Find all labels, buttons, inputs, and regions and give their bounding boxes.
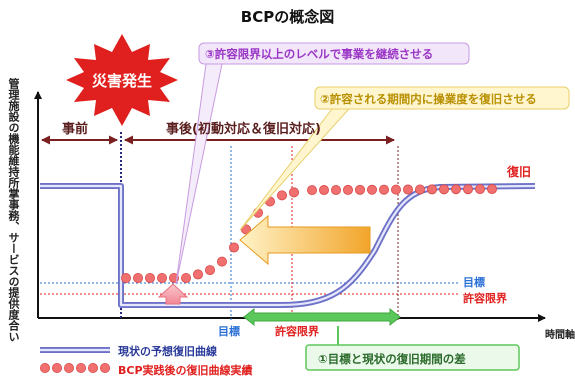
bcp-curve-dot xyxy=(276,190,287,201)
bcp-curve-dot xyxy=(438,184,449,195)
legend-bcp-dot xyxy=(64,362,75,373)
callout-1-box xyxy=(305,344,520,371)
bcp-curve-dot xyxy=(192,269,203,280)
burst-label: 災害発生 xyxy=(91,72,152,90)
legend-bcp-swatch xyxy=(40,362,111,373)
callout-2-bubble xyxy=(239,86,570,231)
legend-bcp-dot xyxy=(52,362,63,373)
x-axis-label: 時間軸 xyxy=(545,330,575,341)
callout-1-text: ①目標と現状の復旧期間の差 xyxy=(318,352,466,366)
bcp-curve-dot xyxy=(402,184,413,195)
callout-3-text: ③許容限界以上のレベルで事業を継続させる xyxy=(205,47,434,61)
bcp-curve-dot xyxy=(486,184,497,195)
bcp-curve-dot xyxy=(318,185,329,196)
bcp-curve-dot xyxy=(378,184,389,195)
bcp-curve-dot xyxy=(288,187,299,198)
bcp-curve-dot xyxy=(390,184,401,195)
legend-bcp-dot xyxy=(40,362,51,373)
bcp-curve-dot xyxy=(450,184,461,195)
bcp-curve-dot xyxy=(474,184,485,195)
bcp-curve-dot xyxy=(204,265,215,276)
current-recovery-curve-inner xyxy=(40,184,536,307)
disaster-burst xyxy=(66,34,178,126)
target-time-label: 目標 xyxy=(218,325,240,338)
legend xyxy=(40,347,111,373)
bcp-curve-dot xyxy=(121,272,132,283)
legend-bcp-dot xyxy=(100,362,111,373)
callout-3-bubble xyxy=(175,42,470,285)
bcp-curve-dot xyxy=(156,272,167,283)
bcp-curve-dot xyxy=(144,272,155,283)
recovery-label: 復旧 xyxy=(507,165,532,179)
bcp-curve-dot xyxy=(330,184,341,195)
recovery-gap-arrow xyxy=(243,307,401,327)
y-axis-label: 管理施設の機能維持所掌事務、サービスの提供度合い xyxy=(7,78,20,342)
bcp-curve-dot xyxy=(462,184,473,195)
bcp-curve-dot xyxy=(216,256,227,267)
legend-bcp-label: BCP実践後の復旧曲線実績 xyxy=(118,364,253,377)
tolerance-level-label: 許容限界 xyxy=(463,292,507,305)
bcp-curve-dot xyxy=(240,224,251,235)
bcp-curve-dot xyxy=(132,272,143,283)
bcp-curve-dot xyxy=(306,185,317,196)
legend-bcp-dot xyxy=(88,362,99,373)
phase-before-label: 事前 xyxy=(62,122,89,137)
bcp-curve-dot xyxy=(354,184,365,195)
tolerance-time-label: 許容限界 xyxy=(275,325,319,338)
bcp-curve-dot xyxy=(180,272,191,283)
bcp-curve-dot xyxy=(228,242,239,253)
raise-level-arrow xyxy=(157,283,189,305)
diagram-title: BCPの概念図 xyxy=(240,8,335,26)
bcp-curve-dot xyxy=(414,184,425,195)
target-level-label: 目標 xyxy=(463,276,485,289)
bcp-curve-dot xyxy=(426,184,437,195)
bcp-curve-dot xyxy=(366,184,377,195)
phase-after-label: 事後(初動対応＆復旧対応) xyxy=(166,122,321,137)
legend-bcp-dot xyxy=(76,362,87,373)
callout-2-text: ②許容される期間内に操業度を復旧させる xyxy=(320,92,537,106)
bcp-recovery-curve xyxy=(121,184,497,283)
shorten-recovery-arrow xyxy=(239,214,371,266)
legend-current-label: 現状の予想復旧曲線 xyxy=(118,345,217,358)
bcp-curve-dot xyxy=(342,184,353,195)
